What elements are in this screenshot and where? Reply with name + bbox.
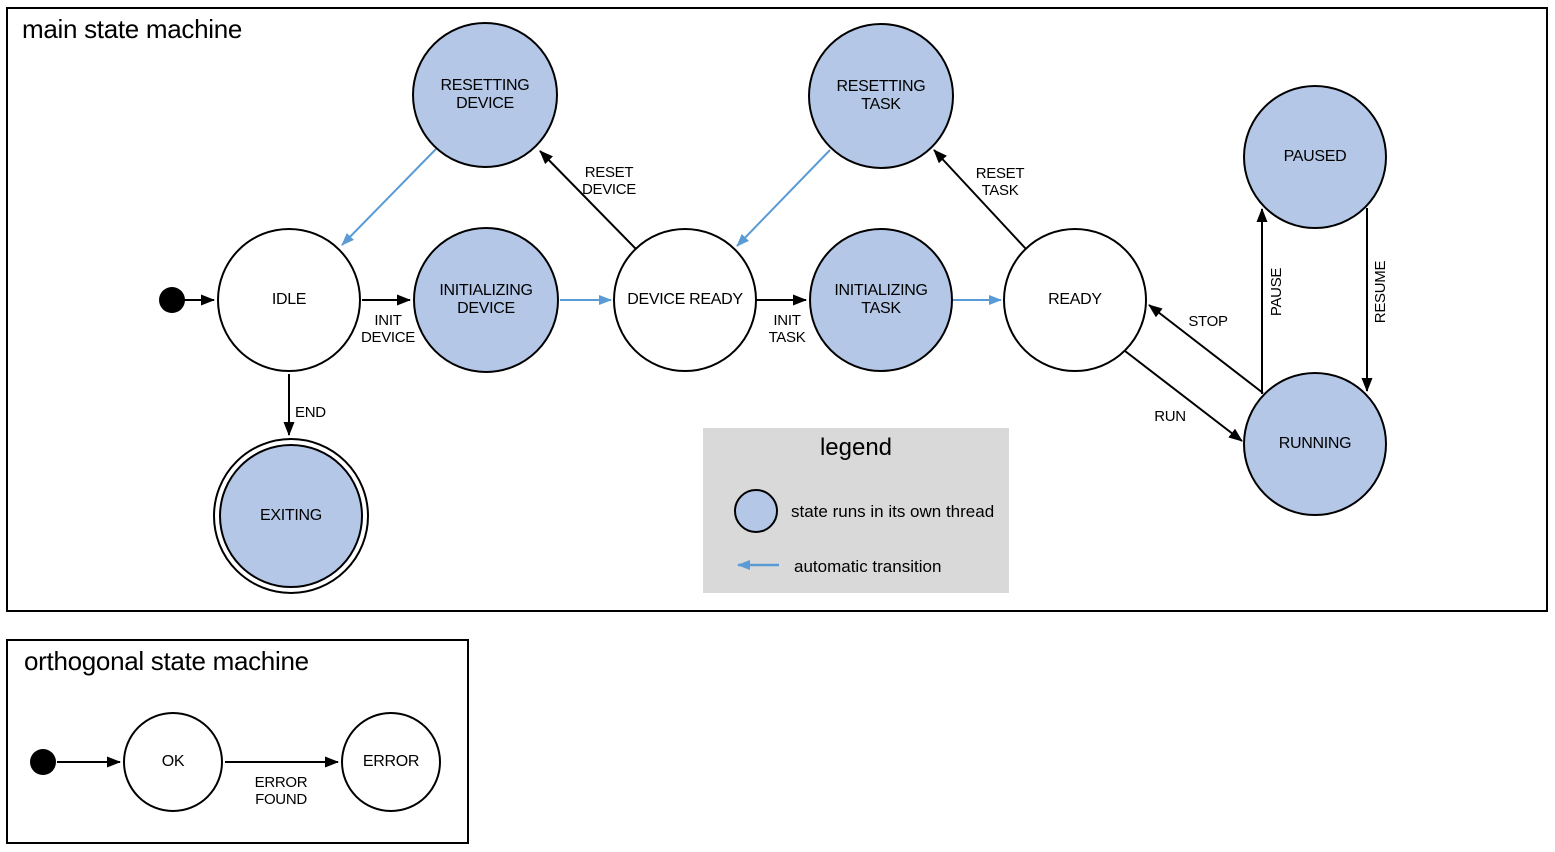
state-running-label: RUNNING	[1278, 435, 1352, 452]
state-idle-label: IDLE	[271, 291, 307, 308]
state-initializing-task-label: INITIALIZING TASK	[834, 282, 928, 317]
transition-error-found-label: ERROR FOUND	[254, 774, 308, 808]
state-error: ERROR	[341, 712, 441, 812]
state-initializing-task: INITIALIZING TASK	[809, 228, 953, 372]
state-exiting-final: EXITING	[213, 438, 369, 594]
state-ready: READY	[1003, 228, 1147, 372]
transition-run-label: RUN	[1154, 408, 1186, 425]
threaded-state-legend-icon	[734, 489, 778, 533]
state-paused: PAUSED	[1243, 85, 1387, 229]
transition-end-label: END	[295, 404, 326, 421]
transition-init-device-label: INIT DEVICE	[360, 312, 416, 346]
state-initializing-device: INITIALIZING DEVICE	[413, 227, 559, 373]
transition-reset-task-label: RESET TASK	[975, 165, 1025, 199]
state-running: RUNNING	[1243, 372, 1387, 516]
state-ready-label: READY	[1048, 291, 1102, 308]
state-initializing-device-label: INITIALIZING DEVICE	[439, 282, 533, 317]
state-resetting-task-label: RESETTING TASK	[836, 78, 926, 113]
legend-item-automatic-label: automatic transition	[794, 557, 942, 576]
state-device-ready: DEVICE READY	[613, 228, 757, 372]
state-device-ready-label: DEVICE READY	[627, 291, 743, 308]
state-exiting-label: EXITING	[260, 507, 322, 524]
state-resetting-device: RESETTING DEVICE	[412, 22, 558, 168]
transition-init-task-label: INIT TASK	[768, 312, 806, 346]
orthogonal-frame-title: orthogonal state machine	[24, 646, 309, 676]
transition-pause-label: PAUSE	[1268, 267, 1285, 317]
state-paused-label: PAUSED	[1283, 148, 1347, 165]
transition-reset-device-label: RESET DEVICE	[581, 164, 637, 198]
state-exiting-inner-circle: EXITING	[219, 444, 363, 588]
legend-title: legend	[819, 434, 893, 461]
state-resetting-task: RESETTING TASK	[808, 23, 954, 169]
initial-state-main	[159, 287, 185, 313]
initial-state-orthogonal	[30, 749, 56, 775]
main-frame-title: main state machine	[22, 14, 243, 44]
state-idle: IDLE	[217, 228, 361, 372]
transition-stop-label: STOP	[1188, 313, 1228, 330]
state-error-label: ERROR	[362, 753, 420, 770]
transition-resume-label: RESUME	[1372, 260, 1389, 324]
state-resetting-device-label: RESETTING DEVICE	[440, 77, 530, 112]
legend-item-threaded-label: state runs in its own thread	[791, 502, 995, 521]
state-ok: OK	[123, 712, 223, 812]
legend-box: legend state runs in its own thread auto…	[703, 428, 1009, 593]
state-ok-label: OK	[161, 753, 185, 770]
